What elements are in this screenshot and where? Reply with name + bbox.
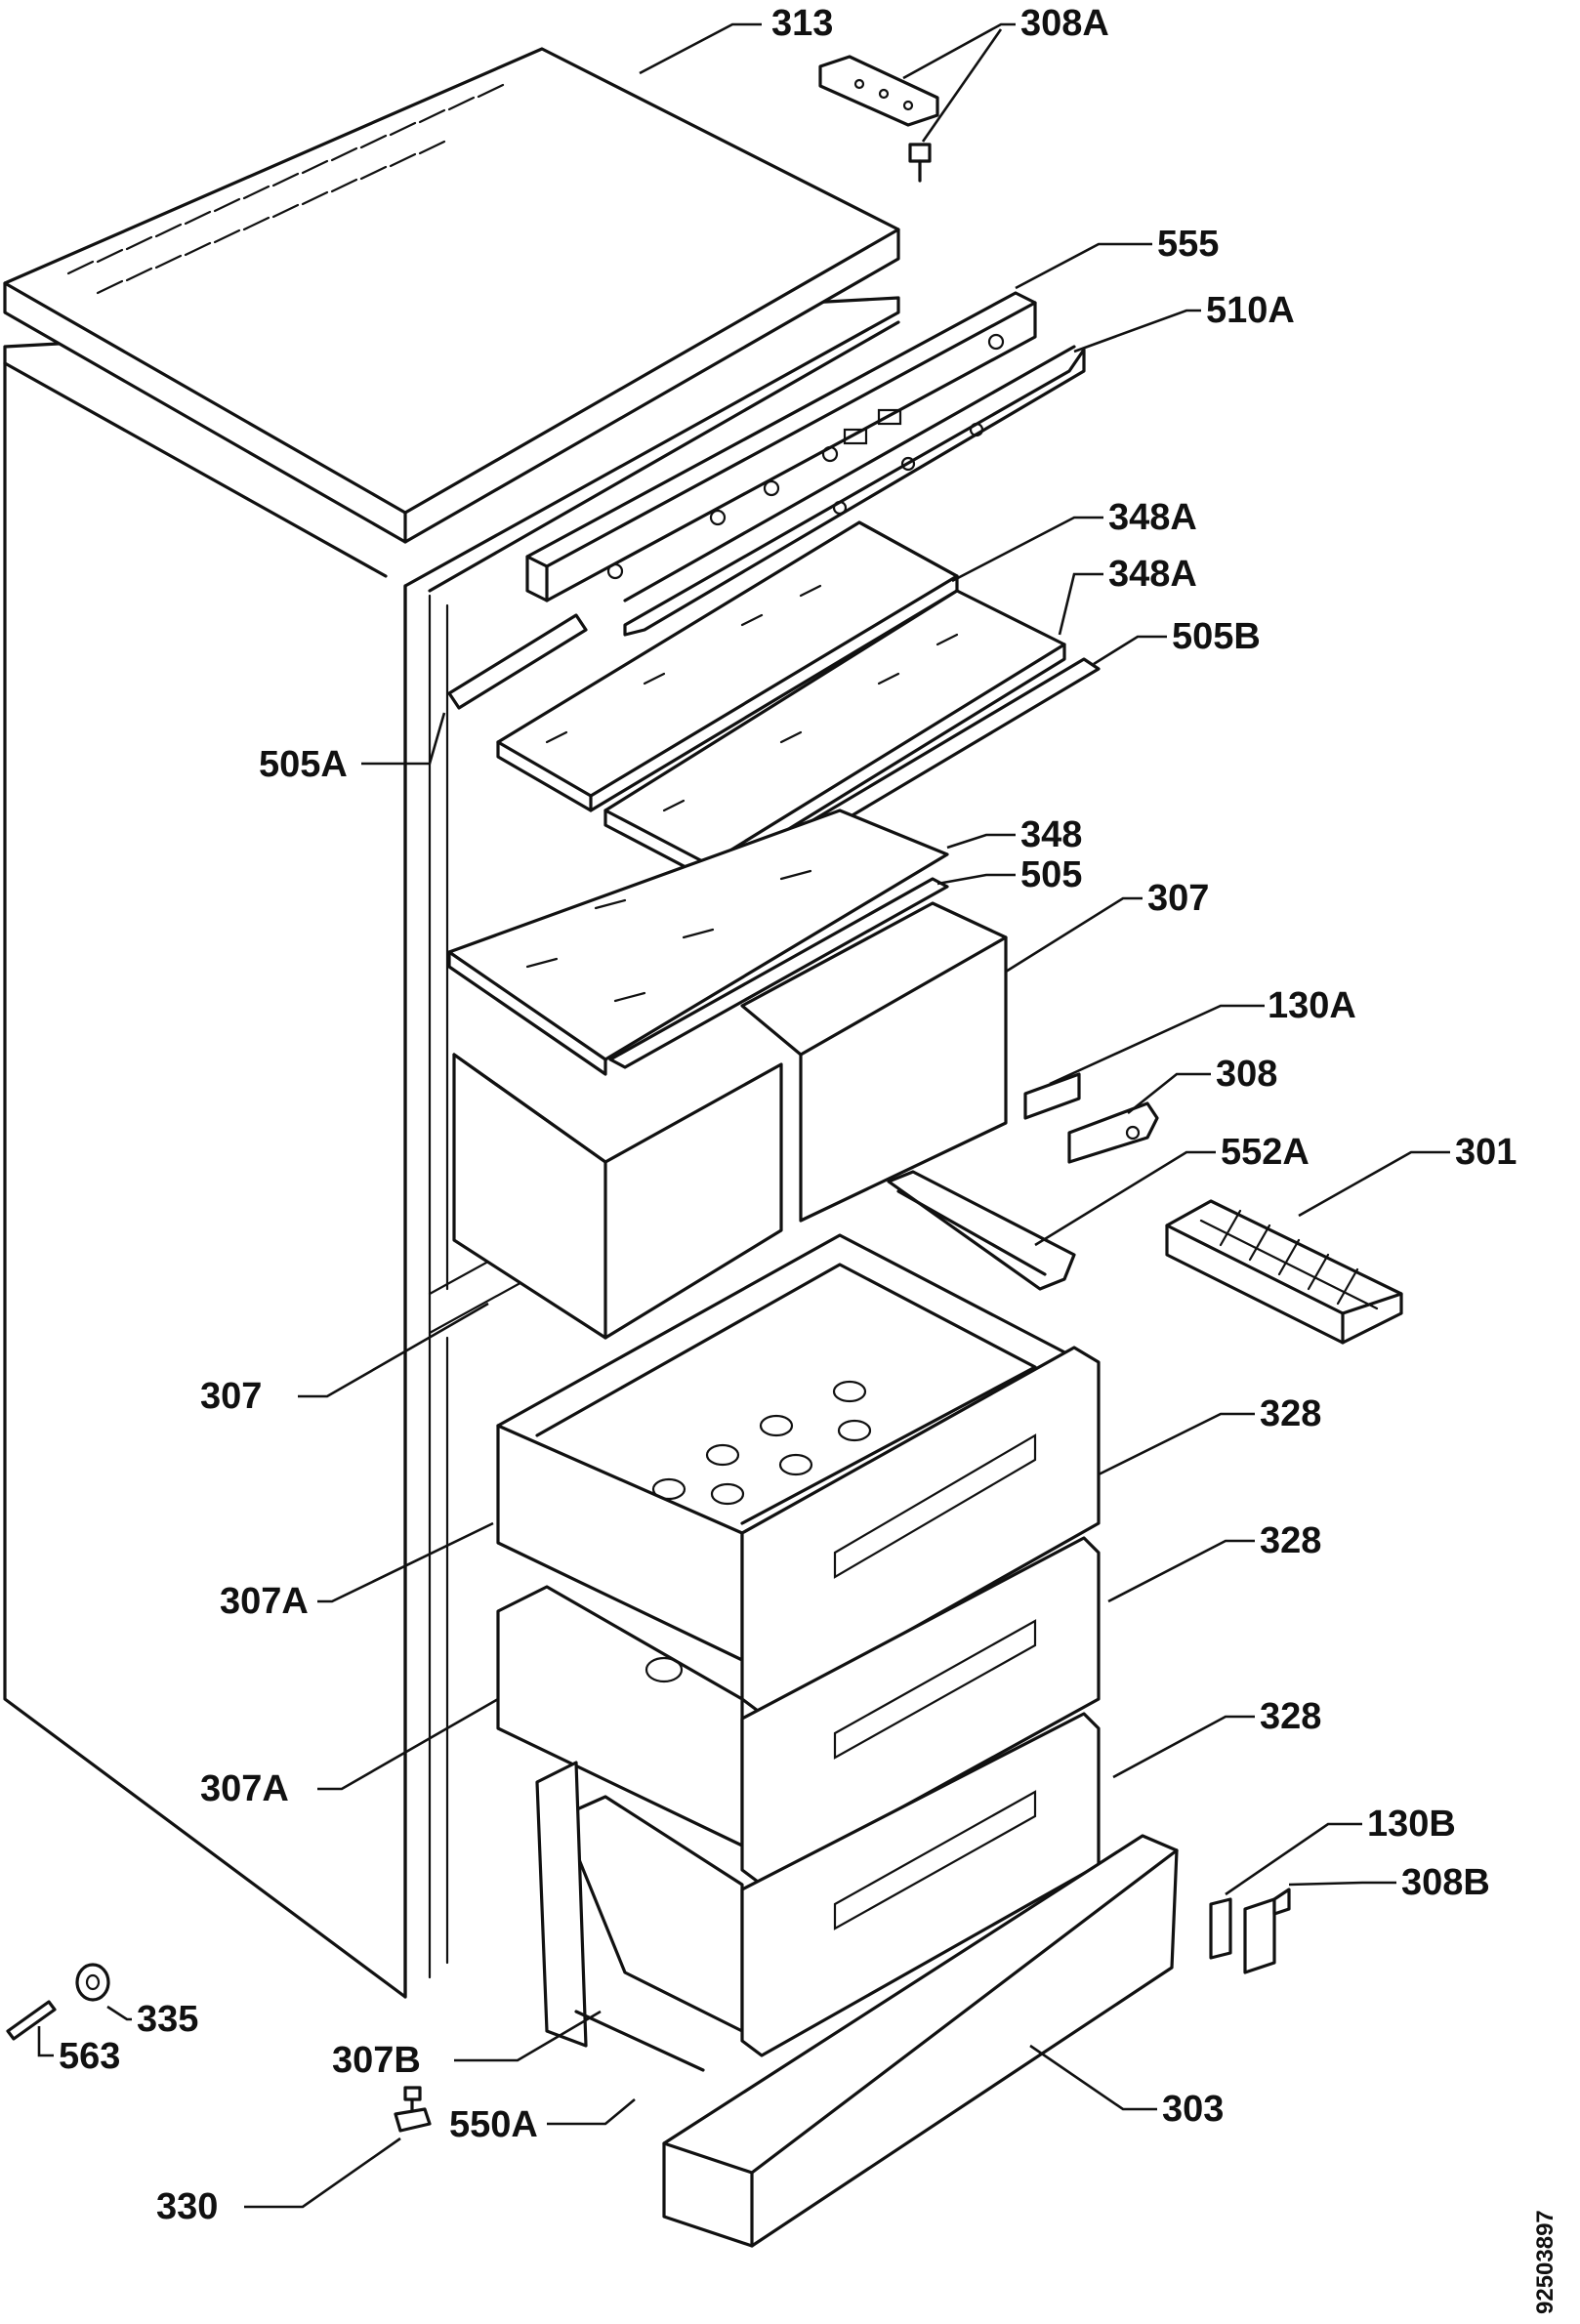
label-348A-upper: 348A <box>1108 497 1197 538</box>
glass-shelf-348 <box>447 809 949 1076</box>
label-307A-middle: 307A <box>200 1768 289 1809</box>
document-id: 92503897 <box>1532 2210 1559 2314</box>
label-335: 335 <box>137 1999 198 2040</box>
hinge-308 <box>1067 1101 1159 1164</box>
freezer-drawer-front-328-middle <box>740 1536 1101 1887</box>
label-328-bottom: 328 <box>1260 1696 1321 1737</box>
control-panel-555 <box>525 291 1037 602</box>
glass-shelf-348A-lower <box>603 589 1066 881</box>
label-308B: 308B <box>1401 1862 1490 1903</box>
part-labels: 313 308A 555 510A 348A 348A 505B 505A 34… <box>59 3 1517 2227</box>
panel-cover-510A <box>623 345 1086 637</box>
label-552A: 552A <box>1221 1132 1310 1173</box>
label-301: 301 <box>1455 1132 1517 1173</box>
label-307A-top: 307A <box>220 1581 309 1622</box>
label-563: 563 <box>59 2036 120 2077</box>
label-313: 313 <box>771 3 833 44</box>
label-303: 303 <box>1162 2089 1224 2130</box>
label-510A: 510A <box>1206 290 1295 331</box>
crisper-drawer-307-left <box>452 1053 783 1340</box>
label-307B: 307B <box>332 2040 421 2081</box>
foot-335 <box>75 1963 110 2002</box>
shelf-trim-505 <box>608 877 949 1069</box>
label-130A: 130A <box>1268 985 1356 1026</box>
label-505A: 505A <box>259 744 348 785</box>
label-308A: 308A <box>1020 3 1109 44</box>
adjustable-foot-330 <box>394 2086 432 2133</box>
plinth-panel-303 <box>662 1834 1179 2248</box>
glass-shelf-348A-upper <box>496 520 959 812</box>
plinth-550A <box>535 1761 705 2072</box>
label-307-left: 307 <box>200 1376 262 1417</box>
label-328-top: 328 <box>1260 1393 1321 1434</box>
label-555: 555 <box>1157 224 1219 265</box>
shelf-support-505A <box>447 613 588 710</box>
label-330: 330 <box>156 2186 218 2227</box>
pin-563 <box>6 2000 57 2041</box>
label-348: 348 <box>1020 814 1082 855</box>
label-505: 505 <box>1020 854 1082 895</box>
ice-tray-301 <box>1165 1199 1403 1345</box>
label-550A: 550A <box>449 2104 538 2145</box>
rail-552A <box>887 1170 1076 1291</box>
bracket-130B <box>1209 1897 1232 1960</box>
cabinet-body <box>3 296 900 1999</box>
hinge-308B <box>1243 1888 1291 1974</box>
crisper-drawer-307-right <box>740 901 1008 1223</box>
top-cover-313 <box>3 47 900 544</box>
label-348A-lower: 348A <box>1108 554 1197 595</box>
label-130B: 130B <box>1367 1804 1456 1845</box>
hinge-308A <box>818 55 939 183</box>
label-308: 308 <box>1216 1054 1277 1095</box>
label-328-middle: 328 <box>1260 1520 1321 1561</box>
label-505B: 505B <box>1172 616 1261 657</box>
leader-lines <box>37 22 1450 2209</box>
bracket-130A <box>1023 1072 1081 1120</box>
label-307-upper: 307 <box>1147 878 1209 919</box>
